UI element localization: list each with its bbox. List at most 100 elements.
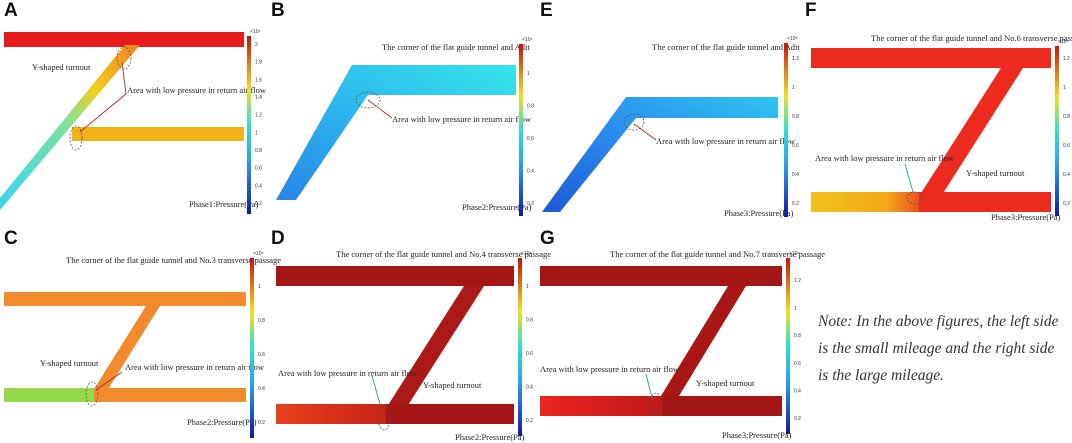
colorbar-tick-label: 0.4 <box>526 385 533 391</box>
turnout-label-a: Y-shaped turnout <box>32 62 91 72</box>
colorbar-g <box>786 258 790 434</box>
exp-b: ×10⁵ <box>522 37 533 43</box>
low-pressure-circle-a2 <box>69 125 83 151</box>
colorbar-tick-label: 1 <box>1063 85 1066 91</box>
colorbar-tick-label: 0.2 <box>526 418 533 424</box>
colorbar-tick-label: 0.6 <box>258 352 265 358</box>
ticks-a: 21.81.61.41.210.80.60.40.2 <box>255 42 262 207</box>
low-area-label-e: Area with low pressure in return air flo… <box>656 136 796 146</box>
ticks-g: 1.210.80.60.40.2 <box>794 278 801 422</box>
colorbar-tick-label: 1 <box>258 284 261 290</box>
phase-label-d: Phase2:Pressure(Pa) <box>455 432 525 442</box>
colorbar-tick-label: 1.6 <box>255 77 262 83</box>
colorbar-tick-label: 1 <box>792 85 795 91</box>
colorbar-tick-label: 0.8 <box>794 333 801 339</box>
corner-label-c: The corner of the flat guide tunnel and … <box>66 255 281 265</box>
ticks-d: 10.80.60.40.2 <box>526 284 533 424</box>
arrow-e <box>633 123 657 141</box>
tunnel-top-a <box>4 32 244 47</box>
colorbar-tick-label: 1.2 <box>792 56 799 62</box>
colorbar-tick-label: 0.2 <box>792 201 799 207</box>
low-area-label-c: Area with low pressure in return air flo… <box>125 362 265 372</box>
low-pressure-circle-f <box>906 191 924 205</box>
exp-e: ×10⁵ <box>787 36 798 42</box>
colorbar-tick-label: 0.6 <box>794 361 801 367</box>
panel-label-g: G <box>540 228 555 249</box>
tunnel-bottom-right-c <box>92 388 246 402</box>
low-pressure-circle-d <box>377 405 391 431</box>
colorbar-tick-label: 0.6 <box>792 143 799 149</box>
arrow-g <box>645 373 653 399</box>
colorbar-e <box>784 43 788 217</box>
phase-label-a: Phase1:Pressure(Pa) <box>189 199 259 209</box>
arrow-a2 <box>79 93 127 133</box>
colorbar-b <box>519 44 523 216</box>
tunnel-diagonal-d <box>376 286 484 424</box>
ticks-e: 1.2 1 0.8 0.6 0.4 0.2 <box>792 56 799 207</box>
colorbar-tick-label: 0.8 <box>255 148 262 154</box>
exp-d: ×10⁵ <box>521 251 532 257</box>
colorbar-tick-label: 0.8 <box>258 318 265 324</box>
colorbar-tick-label: 0.6 <box>255 166 262 172</box>
panel-label-c: C <box>4 228 18 249</box>
tunnel-top-d <box>276 266 514 286</box>
low-area-label-g: Area with low pressure in return air flo… <box>540 364 680 374</box>
tunnel-bottom-left-f <box>811 192 919 212</box>
phase-label-f: Phase3:Pressure(Pa) <box>991 212 1061 222</box>
colorbar-tick-label: 1.2 <box>255 113 262 119</box>
panel-label-f: F <box>805 0 817 21</box>
turnout-label-d: Y-shaped turnout <box>423 380 482 390</box>
tunnel-bottom-right-d <box>384 404 514 424</box>
tunnel-diagonal-a <box>0 45 140 210</box>
note-text: Note: In the above figures, the left sid… <box>818 313 1059 384</box>
pressure-contour-c: The corner of the flat guide tunnel and … <box>4 251 281 438</box>
low-area-label-f: Area with low pressure in return air flo… <box>815 153 955 163</box>
corner-label-d: The corner of the flat guide tunnel and … <box>336 249 551 259</box>
phase-label-e: Phase3:Pressure(Pa) <box>724 208 794 218</box>
colorbar-f <box>1055 46 1059 216</box>
colorbar-tick-label: 0.8 <box>792 114 799 120</box>
low-pressure-circle-g <box>649 392 663 416</box>
panel-c: C The corner of the flat guide tunnel an… <box>0 226 281 443</box>
turnout-label-f: Y-shaped turnout <box>966 168 1025 178</box>
tunnel-mid-a <box>72 127 244 141</box>
panel-d: D The corner of the flat guide tunnel an… <box>268 226 551 443</box>
tunnel-diagonal-c <box>86 306 160 402</box>
colorbar-tick-label: 0.6 <box>526 351 533 357</box>
turnout-label-g: Y-shaped turnout <box>696 378 755 388</box>
ticks-c: 10.80.60.40.2 <box>258 284 265 426</box>
corner-label-g: The corner of the flat guide tunnel and … <box>610 249 825 259</box>
corner-label-e: The corner of the flat guide tunnel and … <box>652 42 800 52</box>
tunnel-bottom-right-g <box>660 396 782 416</box>
arrow-a1 <box>121 61 127 95</box>
low-pressure-circle-a <box>116 46 132 70</box>
pressure-contour-g: The corner of the flat guide tunnel and … <box>540 249 825 440</box>
pressure-contour-f: The corner of the flat guide tunnel and … <box>811 33 1072 222</box>
colorbar-tick-label: 0.4 <box>794 388 801 394</box>
colorbar-tick-label: 1.2 <box>1063 56 1070 62</box>
colorbar-tick-label: 0.4 <box>255 183 262 189</box>
arrow-d <box>371 375 381 405</box>
tunnel-bottom-left-d <box>276 404 386 424</box>
colorbar-tick-label: 0.4 <box>1063 172 1070 178</box>
turnout-label-c: Y-shaped turnout <box>40 358 99 368</box>
colorbar-tick-label: 0.2 <box>794 416 801 422</box>
colorbar-tick-label: 1 <box>255 130 258 136</box>
colorbar-tick-label: 0.2 <box>255 201 262 207</box>
tunnel-e <box>542 97 778 212</box>
phase-label-b: Phase2:Pressure(Pa) <box>462 202 532 212</box>
phase-label-g: Phase3:Pressure(Pa) <box>722 430 792 440</box>
tunnel-b <box>276 65 516 200</box>
exp-a: ×10⁵ <box>250 29 261 35</box>
tunnel-top-g <box>540 266 782 286</box>
phase-label-c: Phase2:Pressure(Pa) <box>187 417 257 427</box>
ticks-b: 10.80.60.40.2 <box>527 71 534 207</box>
corner-label-f: The corner of the flat guide tunnel and … <box>871 33 1072 43</box>
low-pressure-circle-c <box>85 381 99 407</box>
panel-label-e: E <box>540 0 553 21</box>
corner-label-b: The corner of the flat guide tunnel and … <box>382 42 530 52</box>
colorbar-tick-label: 0.4 <box>792 172 799 178</box>
colorbar-tick-label: 0.4 <box>527 169 534 175</box>
colorbar-tick-label: 0.6 <box>1063 143 1070 149</box>
panel-f: F The corner of the flat guide tunnel an… <box>805 0 1072 222</box>
